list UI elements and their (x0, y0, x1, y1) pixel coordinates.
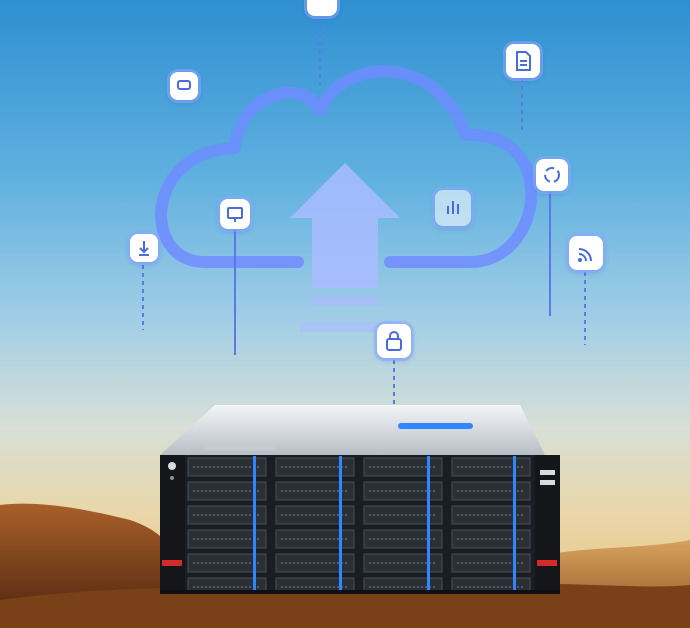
chat-icon (170, 72, 198, 100)
chart-icon (435, 190, 471, 226)
download-icon (130, 234, 158, 262)
wifi-icon (569, 236, 603, 270)
lock-icon (377, 324, 411, 358)
document-icon (506, 44, 540, 78)
monitor-icon (220, 199, 250, 229)
right-rack-ear (535, 455, 560, 590)
cloud-outline (155, 65, 538, 268)
lid-label-light (398, 423, 473, 429)
upload-arrow (290, 163, 400, 288)
top-partial-icon (307, 0, 337, 16)
arrow-stripe-2 (300, 322, 390, 332)
server-top-lid (160, 405, 545, 455)
left-rack-ear (160, 455, 185, 590)
drive-bays (185, 455, 535, 590)
sync-icon (536, 159, 568, 191)
arrow-stripe-1 (312, 296, 378, 306)
